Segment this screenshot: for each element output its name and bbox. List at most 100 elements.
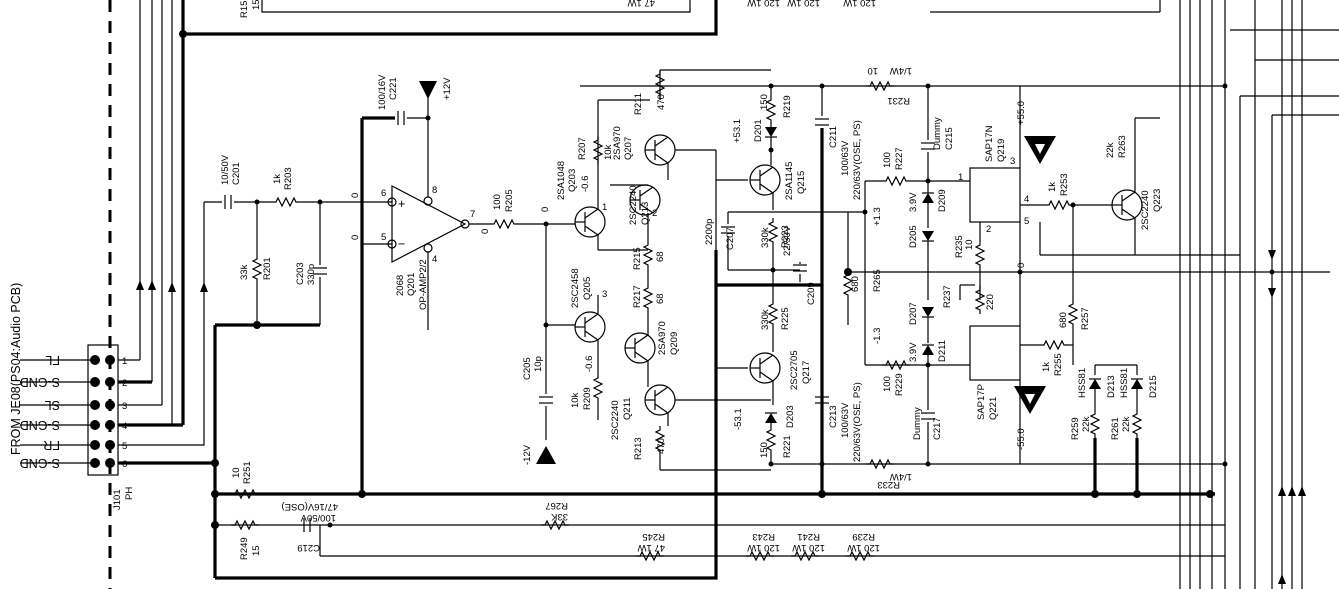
c209-label: C209 [806, 282, 817, 305]
q211-ref: Q211 [622, 397, 633, 420]
d215-part: HSS81 [1119, 368, 1130, 398]
r243-label: R243 [752, 531, 775, 542]
r207-label: R207 [577, 137, 588, 160]
vm550-label: -55.0 [1016, 428, 1027, 450]
q205-part: 2SC2458 [570, 268, 581, 308]
r223-label: R223 [780, 225, 791, 248]
q219-pin2: 2 [986, 224, 991, 235]
pin-contact [90, 458, 100, 468]
r259-label: R259 [1070, 417, 1081, 440]
pin-name: FL [45, 353, 60, 367]
d209-label: D209 [937, 189, 948, 212]
r213-value: 470 [656, 438, 667, 454]
r243-value: 120 1W [747, 542, 780, 553]
r233-watt: 1/4W [890, 471, 912, 482]
r203-value: 1k [272, 174, 283, 184]
r217-value: 68 [655, 293, 666, 304]
r225-label: R225 [780, 307, 791, 330]
c201-value: 10/50V [220, 154, 231, 185]
r249-label: R249 [239, 537, 250, 560]
pin-name: S-GND [20, 375, 60, 389]
q205-ref: Q205 [582, 277, 593, 300]
q203-ref: Q203 [567, 169, 578, 192]
bias-vm13: -1.3 [872, 328, 883, 344]
c219-label: C219 [297, 542, 320, 553]
connector-j101: FROM JE08(PS04:Audio PCB) J101 PH [9, 0, 135, 589]
pin-contact [90, 400, 100, 410]
d215-label: D215 [1148, 375, 1159, 398]
r263-value: 22k [1105, 142, 1116, 158]
c207-label: C207 [725, 227, 736, 250]
c209-value: 22/50V [782, 225, 793, 256]
q217-ref: Q217 [801, 361, 812, 384]
d203-label: D203 [785, 405, 796, 428]
r227-label: R227 [894, 147, 905, 170]
q215-part: 2SA1145 [784, 162, 795, 200]
d209-value: 3.9V [908, 192, 919, 212]
opamp-pin8: 8 [432, 185, 437, 196]
input-network: 10/50V C201 1k R203 33k R201 C203 330p [204, 154, 392, 329]
c215-value: Dummy [932, 117, 943, 150]
q221-ref: Q221 [988, 397, 999, 420]
q215-ref: Q215 [796, 171, 807, 194]
r227-value: 100 [882, 152, 893, 168]
r241-label: R241 [797, 531, 820, 542]
pin-name: SL [45, 398, 60, 412]
r235-label: R235 [954, 235, 965, 258]
r219-label: R219 [782, 95, 793, 118]
r267-value: 33K [550, 511, 568, 522]
vas-stage: 150 R219 D201 +53.1 2SA1145 Q215 330k R2… [580, 69, 1225, 471]
r265-label: R265 [872, 269, 883, 292]
q219-pin5: 5 [1024, 216, 1029, 227]
r233-label: R233 [877, 479, 900, 490]
d201-label: D201 [753, 119, 764, 142]
connector-sub: PH [124, 487, 135, 500]
opamp-part: 2068 [395, 275, 406, 296]
d211-value: 3.9V [908, 342, 919, 362]
q217-part: 2SC2705 [789, 350, 800, 390]
c203-label: C203 [295, 262, 306, 285]
q207-part: 2SA970 [612, 126, 623, 160]
opamp-pin6: 6 [381, 188, 386, 199]
vm531-label: -53.1 [733, 408, 744, 430]
r203-label: R203 [283, 167, 294, 190]
r215-value: 68 [655, 251, 666, 262]
r229-value: 100 [882, 376, 893, 392]
r255-value: 1k [1041, 362, 1052, 372]
r261-label: R261 [1110, 417, 1121, 440]
q219-pin3: 3 [1010, 156, 1015, 167]
bottom-wiring: 10 R251 R249 15 C219 100/50V 47/16V(OSE)… [211, 461, 1225, 561]
pin-contact [90, 420, 100, 430]
c203-value: 330p [306, 264, 317, 285]
opamp-v0a: 0 [350, 193, 361, 198]
opamp-pin7: 7 [470, 209, 475, 220]
svg-text:+: + [398, 197, 405, 211]
top-120b-value: 120 1W [787, 0, 820, 8]
pin-contact [90, 377, 100, 387]
r245-label: R245 [642, 531, 665, 542]
q223-part: 2SC2240 [1140, 190, 1151, 230]
r231-watt: 1/4W [890, 65, 912, 76]
r211-value: 470 [656, 94, 667, 110]
r241-value: 120 1W [792, 542, 825, 553]
r229-label: R229 [894, 373, 905, 396]
c221-label: C221 [388, 77, 399, 100]
top-r15-value: 15 [251, 0, 262, 10]
r221-value: 150 [759, 442, 770, 458]
pin-contact [105, 377, 115, 387]
r225-value: 330k [760, 309, 771, 330]
driver-stage: 100 R205 0 R207 10k R211 470 2SA970 Q207… [492, 69, 865, 470]
q209-part: 2SA970 [657, 321, 668, 355]
r231-label: R231 [887, 95, 910, 106]
pin-number: 5 [122, 441, 127, 452]
c219-value: 100/50V [300, 512, 336, 523]
r209-value: 10k [570, 392, 581, 408]
r217-label: R217 [632, 285, 643, 308]
r205-value: 100 [492, 194, 503, 210]
c205-label: C205 [522, 357, 533, 380]
q221-part: SAP17P [976, 384, 987, 420]
r257-label: R257 [1080, 307, 1091, 330]
